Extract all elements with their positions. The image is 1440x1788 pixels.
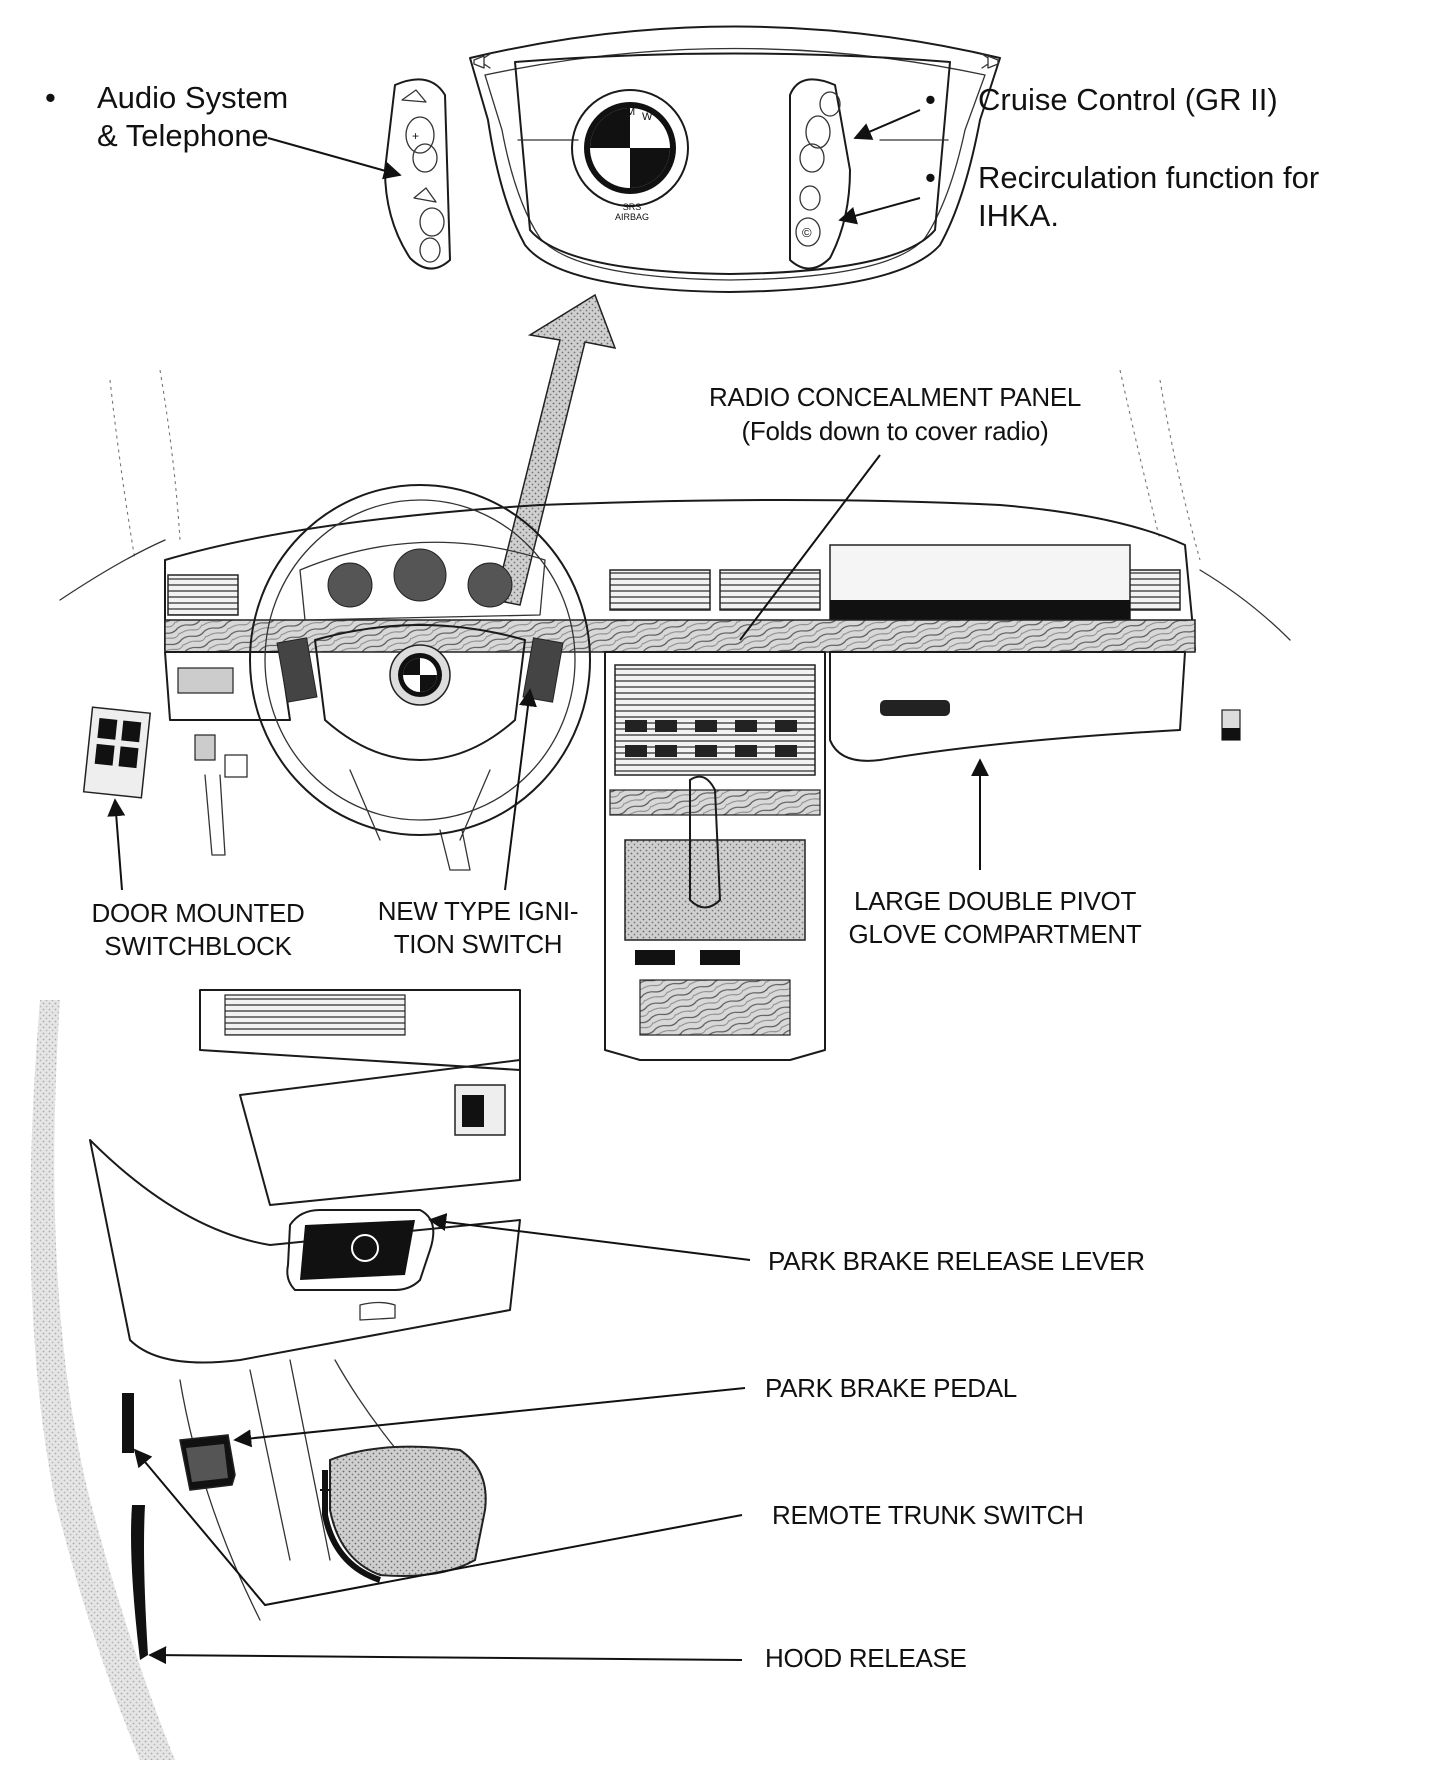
dashboard-illustration [59,369,1291,1061]
leader-door-switchblock [107,798,126,891]
label-door-switchblock: DOOR MOUNTED [91,898,304,928]
callout-telephone: & Telephone [97,118,269,153]
left-multifunction-buttons: + [384,78,451,270]
volume-up-icon: + [412,129,419,143]
label-remote-trunk: REMOTE TRUNK SWITCH [772,1500,1084,1530]
label-ignition: NEW TYPE IGNI- [378,896,578,926]
airbag-label-airbag: AIRBAG [615,212,649,222]
label-radio-panel-sub: (Folds down to cover radio) [742,416,1049,446]
leader-audio [267,137,402,180]
label-ignition-2: TION SWITCH [394,929,563,959]
callout-audio-system: Audio System [97,80,288,115]
remote-trunk-switch [122,1393,134,1453]
bullet-audio: • [45,80,56,115]
dashboard-steering-wheel [249,484,591,841]
park-brake-pedal [179,1434,236,1491]
label-glove-compartment: LARGE DOUBLE PIVOT [854,886,1137,916]
callout-ihka: IHKA. [978,198,1059,233]
leader-park-brake-release [428,1213,751,1261]
label-park-brake-pedal: PARK BRAKE PEDAL [765,1373,1017,1403]
label-door-switchblock-2: SWITCHBLOCK [104,931,292,961]
bullet-cruise: • [925,82,936,117]
hood-release [131,1505,148,1660]
leader-remote-trunk [133,1448,743,1607]
label-park-brake-release: PARK BRAKE RELEASE LEVER [768,1246,1145,1276]
callout-cruise-control: Cruise Control (GR II) [978,82,1278,117]
label-radio-panel: RADIO CONCEALMENT PANEL [709,382,1081,412]
leader-park-brake-pedal [233,1387,746,1448]
bmw-letter-b: B [612,113,619,125]
zoom-arrow [494,293,617,606]
label-glove-compartment-2: GLOVE COMPARTMENT [849,919,1142,949]
footwell-illustration: P [30,989,521,1760]
callout-recirculation: Recirculation function for [978,160,1319,195]
bullet-recirculation: • [925,160,936,195]
label-hood-release: HOOD RELEASE [765,1643,967,1673]
bmw-logo-icon: B M W [571,89,689,207]
park-brake-release-lever: P [286,1209,435,1291]
park-symbol-icon: P [360,1242,371,1259]
leader-recirculation [838,197,921,225]
door-switchblock [82,706,152,799]
brake-pedal [322,1445,487,1583]
steering-wheel-detail: B M W SRS AIRBAG + © [384,25,1001,293]
leader-cruise [853,109,921,140]
leader-ignition [504,688,537,891]
right-multifunction-buttons: © [789,78,851,270]
airbag-label-srs: SRS [623,202,642,212]
bmw-letter-m: M [626,106,635,118]
recirculation-icon: © [802,225,812,240]
leader-radio-panel [739,454,881,641]
leader-hood-release [148,1646,743,1665]
bmw-letter-w: W [642,111,653,123]
